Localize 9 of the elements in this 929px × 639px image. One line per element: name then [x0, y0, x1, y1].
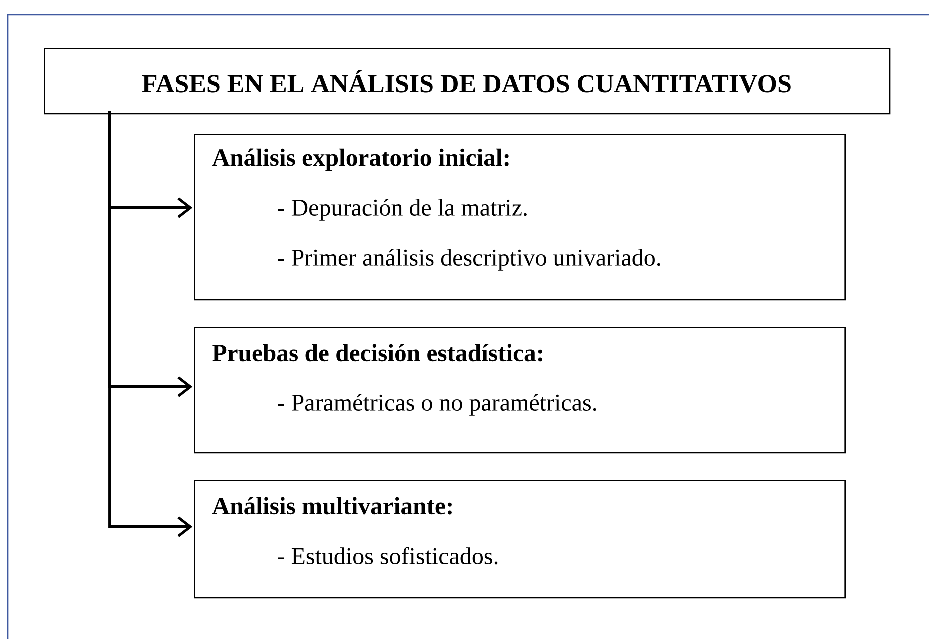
list-item: - Primer análisis descriptivo univariado. — [278, 249, 660, 271]
list-item: - Estudios sofisticados. — [278, 547, 498, 565]
heading: Análisis exploratorio inicial: — [212, 148, 509, 172]
heading: Análisis multivariante: — [212, 497, 452, 515]
title-box: FASES EN EL ANÁLISIS DE DATOS CUANTITATIVOS — [44, 48, 891, 115]
heading: Pruebas de decisión estadística: — [212, 344, 542, 362]
list-item: - Depuración de la matriz. — [278, 199, 527, 221]
list-item: - Paramétricas o no paramétricas. — [278, 394, 596, 416]
arrow — [108, 112, 193, 538]
